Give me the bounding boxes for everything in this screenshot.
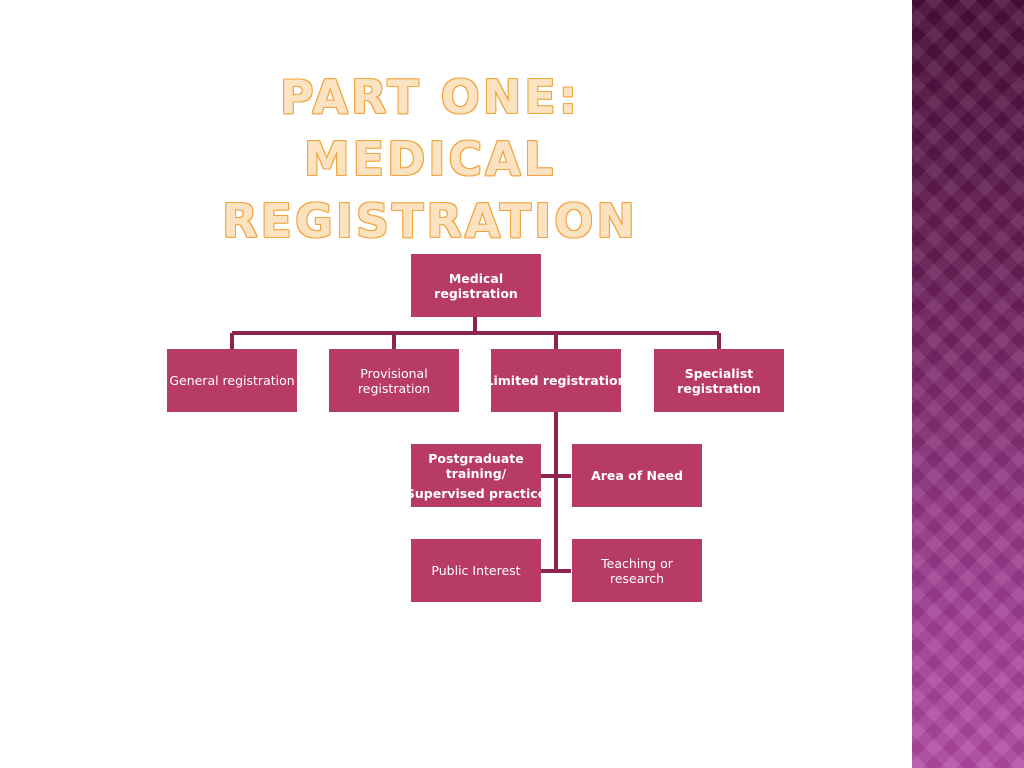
slide-title-line-1: PART ONE: MEDICAL (279, 70, 581, 186)
box-provisional-registration-line-1: Provisional (360, 365, 428, 381)
box-specialist-registration-line-2: registration (677, 380, 761, 396)
box-medical-registration: Medical registration (411, 254, 541, 317)
box-limited-registration: Limited registration (486, 349, 626, 412)
box-general-registration: General registration (167, 349, 297, 412)
box-provisional-registration: Provisional registration (329, 349, 459, 412)
box-teaching-line-2: research (609, 570, 665, 586)
box-provisional-registration-line-2: registration (357, 380, 431, 396)
box-medical-registration-line-1: Medical (448, 270, 504, 286)
box-medical-registration-line-2: registration (434, 285, 518, 301)
box-specialist-registration-line-1: Specialist (684, 365, 754, 381)
box-postgraduate-line-3: Supervised practice (405, 485, 547, 501)
box-public-interest-label: Public Interest (431, 563, 521, 578)
decorative-side-band (912, 0, 1024, 768)
box-specialist-registration: Specialist registration (654, 349, 784, 412)
box-postgraduate-line-1: Postgraduate (428, 450, 524, 466)
slide-title-line-2: REGISTRATION (222, 194, 638, 248)
box-teaching-line-1: Teaching or (601, 555, 673, 571)
box-public-interest: Public Interest (411, 539, 541, 602)
box-general-registration-label: General registration (169, 373, 295, 388)
slide-title: PART ONE: MEDICAL REGISTRATION (150, 66, 710, 252)
box-postgraduate-training: Postgraduate training/ Supervised practi… (406, 444, 546, 507)
box-area-of-need: Area of Need (572, 444, 702, 507)
box-limited-registration-label: Limited registration (485, 373, 627, 388)
box-postgraduate-line-2: training/ (445, 465, 507, 481)
box-teaching-or-research: Teaching or research (572, 539, 702, 602)
box-area-of-need-label: Area of Need (591, 468, 683, 483)
org-chart-connectors (230, 316, 721, 573)
